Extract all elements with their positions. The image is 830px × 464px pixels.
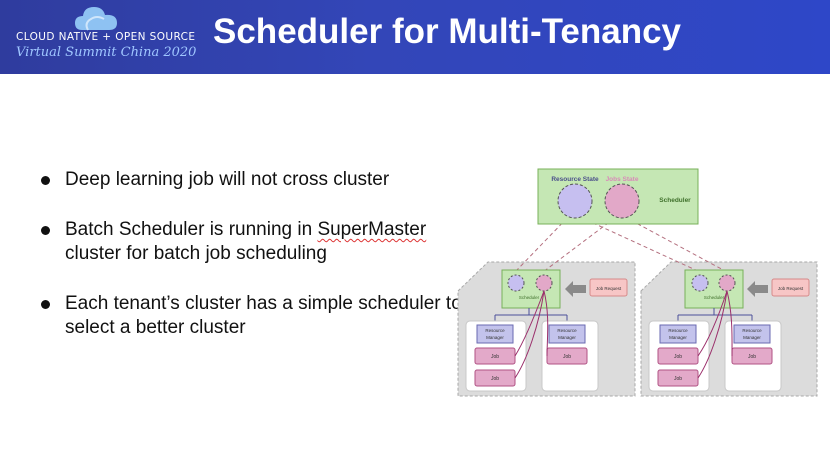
conference-logo: CLOUD NATIVE + OPEN SOURCE Virtual Summi… [0, 0, 200, 74]
right-arrow-icon [747, 281, 768, 297]
left-rm-label: Resource [557, 328, 577, 333]
right-rm-label: Resource [742, 328, 762, 333]
left-scheduler-label: Scheduler [519, 295, 540, 300]
right-cluster-scheduler-box [684, 269, 744, 309]
right-job-label: Job [748, 354, 756, 360]
left-job-circle [535, 274, 553, 292]
spellcheck-underlined-word: SuperMaster [317, 219, 427, 240]
job-link-curve [697, 290, 728, 357]
left-rm-label: Manager [486, 335, 504, 340]
right-resource-manager-box [659, 324, 697, 344]
resource-state-label: Resource State [551, 176, 599, 183]
job-link-curve [514, 290, 545, 357]
jobs-state-label: Jobs State [606, 176, 639, 183]
resource-state-circle [557, 183, 593, 219]
dashed-link [579, 216, 701, 273]
bullet-item: Batch Scheduler is running in SuperMaste… [38, 218, 468, 266]
bullet-text: cluster for batch job scheduling [65, 243, 327, 264]
right-job-request-box [771, 278, 810, 297]
job-link-curve [514, 290, 545, 379]
left-cluster-scheduler-box [501, 269, 561, 309]
left-resource-manager-box [476, 324, 514, 344]
bullet-item: Each tenant’s cluster has a simple sched… [38, 292, 468, 340]
bullet-text: Deep learning job will not cross cluster [65, 169, 390, 190]
left-job-label: Job [491, 354, 499, 360]
left-job-request-box [589, 278, 628, 297]
left-arrow-icon [565, 281, 586, 297]
right-rm-label: Manager [669, 335, 687, 340]
left-rm-label: Resource [485, 328, 505, 333]
cloud-icon [75, 7, 117, 31]
job-link-curve [726, 290, 733, 357]
job-link-curve [543, 290, 549, 357]
bullet-dot-icon [41, 300, 50, 309]
left-resource-manager-box [548, 324, 586, 344]
right-resource-manager-box [733, 324, 771, 344]
left-job-label: Job [491, 376, 499, 382]
diagram-canvas: Resource State Jobs State Scheduler Sche… [457, 168, 818, 397]
bullet-dot-icon [41, 176, 50, 185]
left-job-label: Job [563, 354, 571, 360]
right-scheduler-label: Scheduler [704, 295, 725, 300]
left-rm-label: Manager [558, 335, 576, 340]
logo-text-line2: Virtual Summit China 2020 [16, 45, 197, 60]
scheduler-diagram: Resource State Jobs State Scheduler Sche… [455, 165, 820, 400]
bullet-item: Deep learning job will not cross cluster [38, 168, 468, 192]
right-job-circle [718, 274, 736, 292]
right-job-request-label: Job Request [778, 286, 804, 291]
slide-title: Scheduler for Multi-Tenancy [213, 12, 682, 51]
bullet-list: Deep learning job will not cross cluster… [38, 168, 468, 366]
left-resource-circle [507, 274, 525, 292]
bullet-dot-icon [41, 226, 50, 235]
right-rm-label: Resource [668, 328, 688, 333]
top-scheduler-label: Scheduler [659, 197, 691, 204]
jobs-state-circle [604, 183, 640, 219]
left-job-request-label: Job Request [596, 286, 622, 291]
right-resource-circle [691, 274, 709, 292]
dashed-link [624, 216, 728, 273]
job-link-curve [697, 290, 728, 379]
bullet-text: Batch Scheduler is running in [65, 219, 318, 240]
right-rm-label: Manager [743, 335, 761, 340]
right-job-label: Job [674, 354, 682, 360]
bullet-text: Each tenant’s cluster has a simple sched… [65, 293, 462, 338]
slide-header: CLOUD NATIVE + OPEN SOURCE Virtual Summi… [0, 0, 830, 74]
logo-text-line1: CLOUD NATIVE + OPEN SOURCE [16, 31, 196, 43]
right-job-label: Job [674, 376, 682, 382]
